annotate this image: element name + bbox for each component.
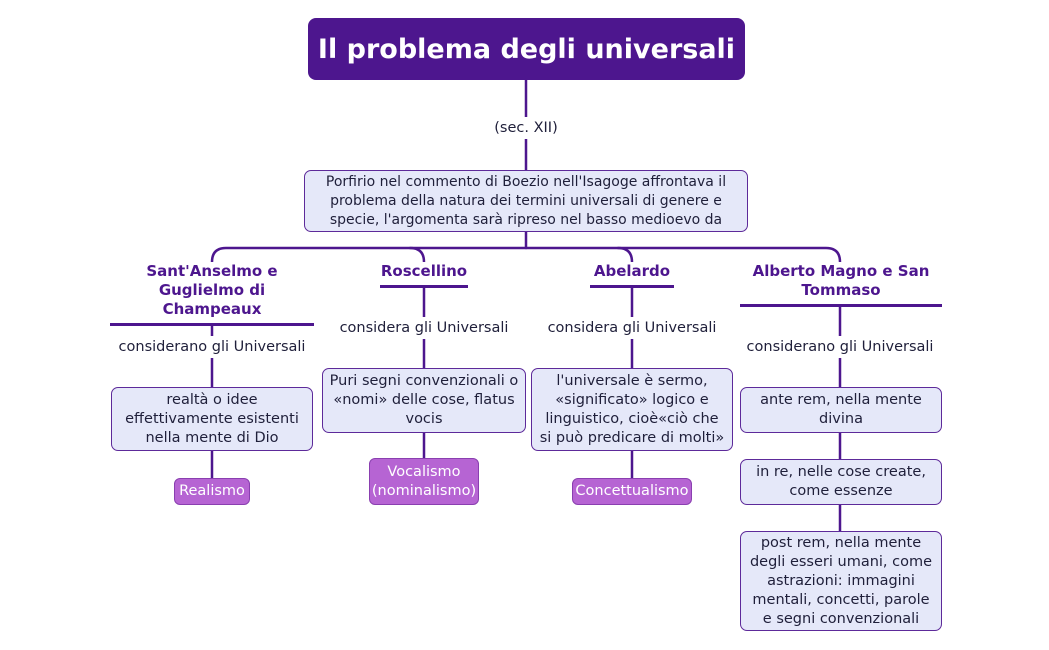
branch-verb-abelardo: considera gli Universali — [542, 317, 722, 339]
branch-heading-anselmo: Sant'Anselmo e Guglielmo di Champeaux — [110, 262, 314, 326]
branch-label-vocalismo: Vocalismo (nominalismo) — [369, 458, 479, 505]
branch-verb-roscellino: considera gli Universali — [334, 317, 514, 339]
branch-label-concettualismo: Concettualismo — [572, 478, 692, 505]
branch-verb-alberto-tommaso: considerano gli Universali — [740, 336, 940, 358]
diagram-title: Il problema degli universali — [308, 18, 745, 80]
branch-heading-roscellino: Roscellino — [380, 262, 468, 288]
branch-description-roscellino: Puri segni convenzionali o «nomi» delle … — [322, 368, 526, 433]
branch-description-anselmo: realtà o idee effettivamente esistenti n… — [111, 387, 313, 451]
intro-box: Porfirio nel commento di Boezio nell'Isa… — [304, 170, 748, 232]
branch-verb-anselmo: considerano gli Universali — [112, 336, 312, 358]
branch-item-post-rem: post rem, nella mente degli esseri umani… — [740, 531, 942, 631]
branch-item-in-re: in re, nelle cose create, come essenze — [740, 459, 942, 505]
branch-heading-abelardo: Abelardo — [590, 262, 674, 288]
branch-label-realismo: Realismo — [174, 478, 250, 505]
period-label: (sec. XII) — [482, 117, 570, 139]
branch-item-ante-rem: ante rem, nella mente divina — [740, 387, 942, 433]
branch-description-abelardo: l'universale è sermo, «significato» logi… — [531, 368, 733, 451]
branch-heading-alberto-tommaso: Alberto Magno e San Tommaso — [740, 262, 942, 307]
